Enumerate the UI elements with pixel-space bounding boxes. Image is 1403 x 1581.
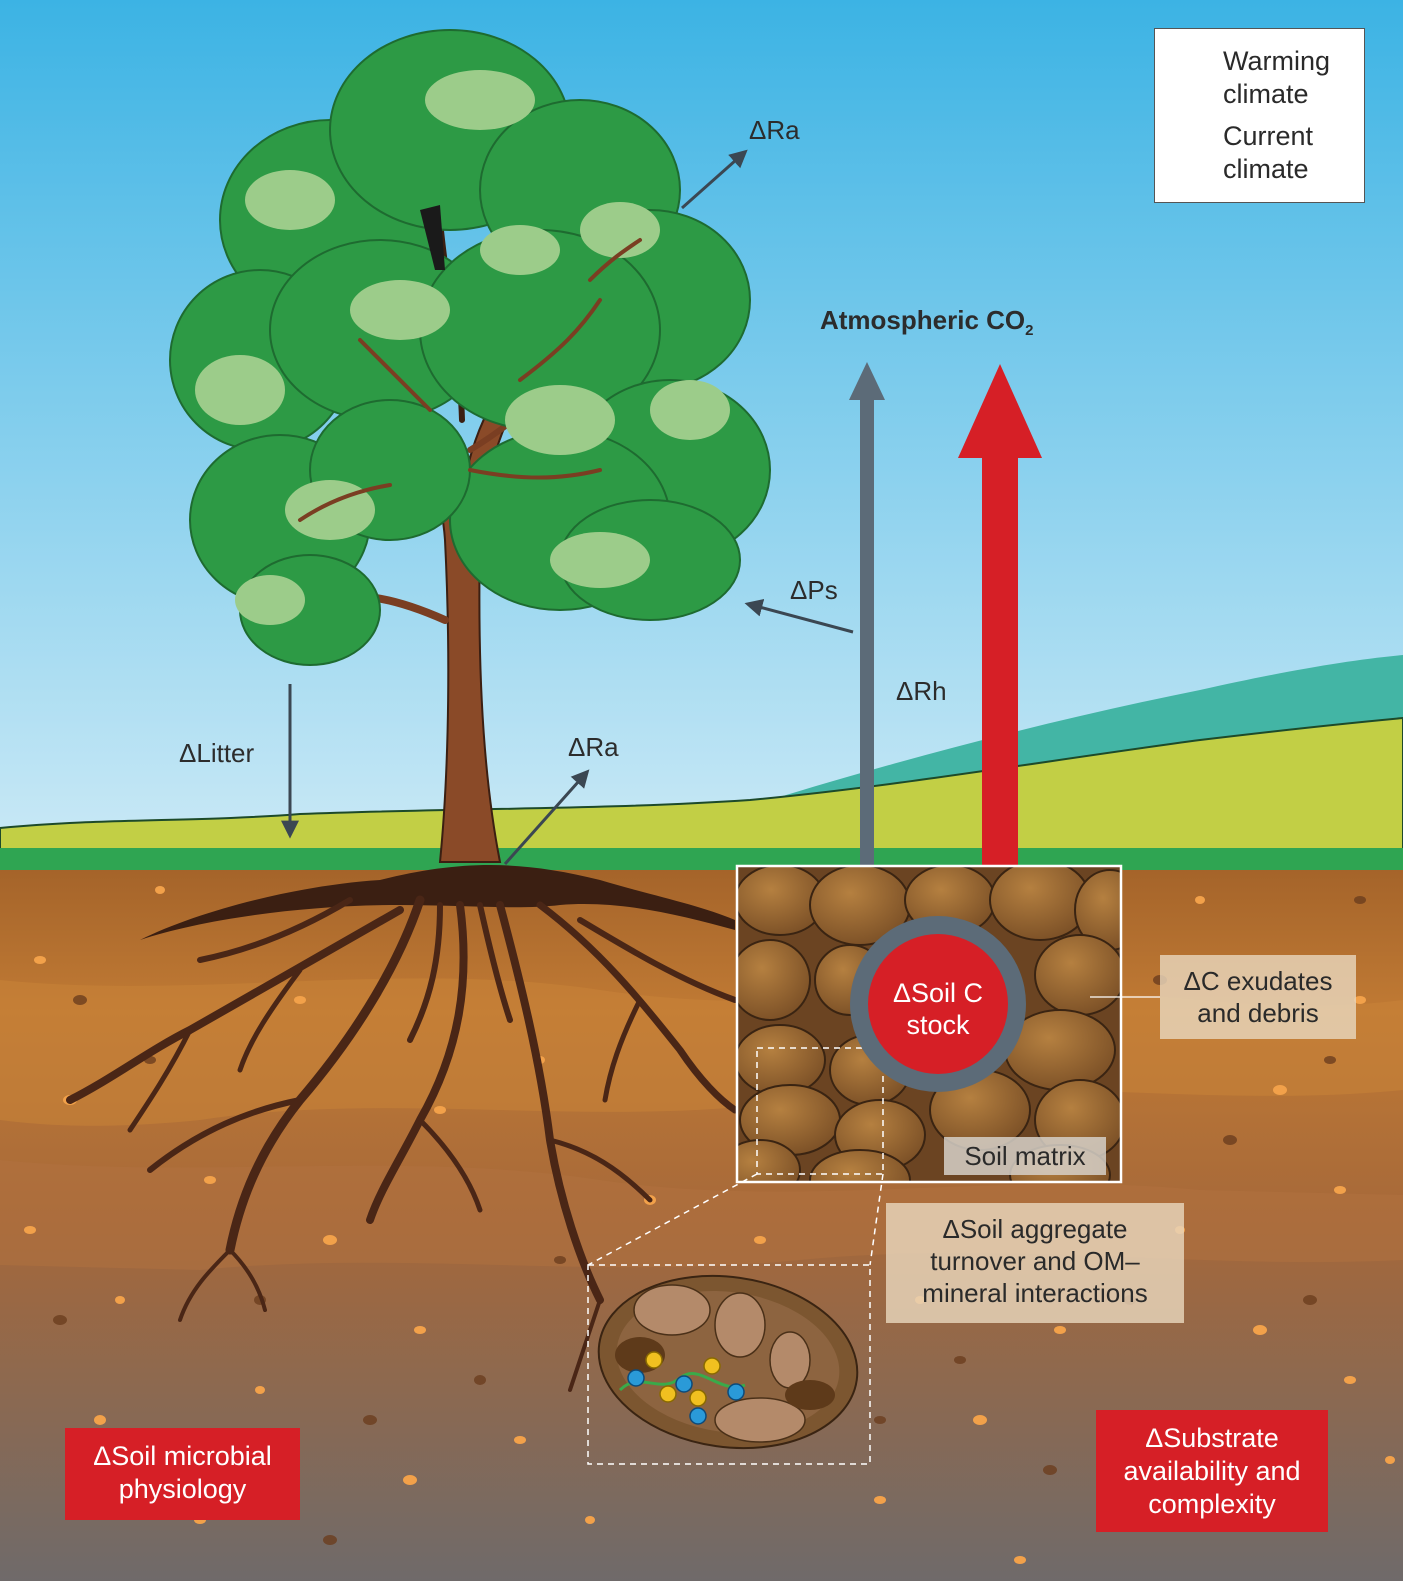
ps-arrow [744,599,854,634]
microbial-line1: ΔSoil microbial [93,1441,272,1471]
c-exudates-line2: and debris [1197,998,1319,1028]
microbial-line2: physiology [118,1474,247,1504]
substrate-line1: ΔSubstrate [1145,1423,1279,1453]
atmospheric-subscript: 2 [1025,322,1034,340]
aggregate-detail [587,1264,871,1465]
label-soil-matrix: Soil matrix [944,1137,1106,1175]
label-soil-c-stock: ΔSoil C stock [868,977,1008,1041]
label-ra-root: ΔRa [568,732,619,762]
label-ps: ΔPs [790,575,838,605]
ra-root-arrow [503,769,590,865]
soil-c-ring [850,916,1026,1092]
ra-canopy-arrow [681,149,748,210]
flux-arrows [281,149,854,865]
soil-c-line1: ΔSoil C [892,978,984,1008]
grass-edge [0,848,1403,870]
atmospheric-text: Atmospheric CO [820,305,1026,335]
tree-roots [66,865,739,1392]
legend: Warming climate Current climate [1154,28,1365,203]
legend-current-line1: Current [1223,121,1314,151]
legend-warming-line1: Warming [1223,46,1331,76]
soil-speckles [24,886,1395,1564]
current-climate-arrow [849,362,885,870]
c-exudates-line1: ΔC exudates [1183,966,1333,996]
label-atmospheric-co2: Atmospheric CO2 [820,305,1034,346]
grass [0,716,1403,871]
tree-foliage [169,29,771,666]
aggregate-line3: mineral interactions [922,1278,1148,1308]
label-c-exudates: ΔC exudates and debris [1160,955,1356,1039]
legend-current-line2: climate [1223,154,1309,184]
label-litter: ΔLitter [179,738,255,768]
legend-warming-line2: climate [1223,79,1309,109]
aggregate-line2: turnover and OM– [930,1246,1140,1276]
substrate-line3: complexity [1148,1489,1276,1519]
label-rh: ΔRh [896,676,947,706]
label-aggregate: ΔSoil aggregate turnover and OM– mineral… [886,1203,1184,1323]
substrate-line2: availability and [1123,1456,1301,1486]
label-substrate: ΔSubstrate availability and complexity [1096,1410,1328,1532]
warming-climate-arrow [958,364,1042,870]
label-ra-canopy: ΔRa [749,115,800,145]
label-microbial-physiology: ΔSoil microbial physiology [65,1428,300,1520]
soil-c-line2: stock [906,1010,970,1040]
aggregate-line1: ΔSoil aggregate [942,1214,1128,1244]
